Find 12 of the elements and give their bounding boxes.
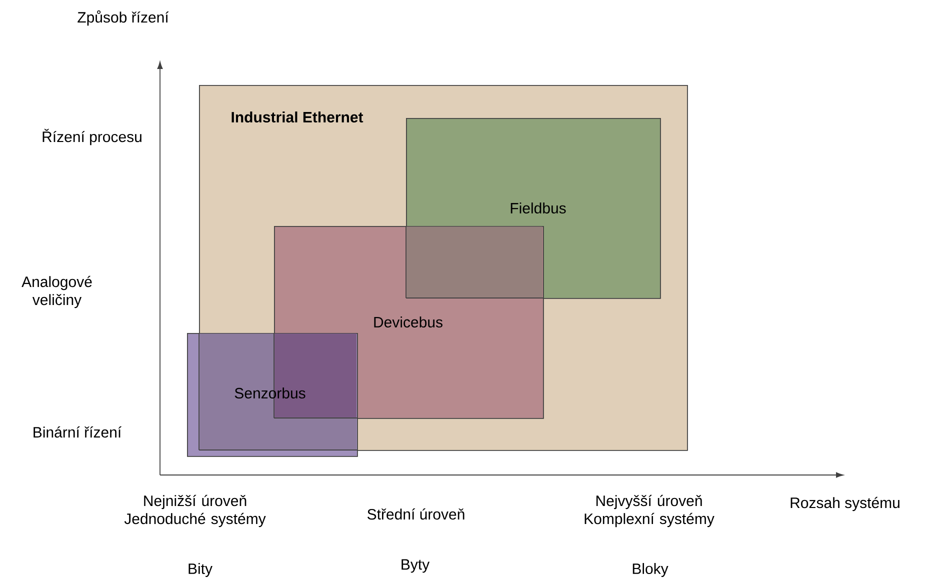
axis-label: Analogové veličiny (22, 276, 92, 308)
axis-label: Řízení procesu (42, 128, 142, 146)
axis-unit: Bity (188, 563, 212, 577)
network-box: Senzorbus (187, 332, 358, 457)
axis-label: Nejnižší úroveň Jednoduché systémy (124, 494, 266, 528)
axis-label: Binární řízení (34, 426, 122, 438)
axis-label: Nejvyšší úroveň Komplexní systémy (584, 494, 714, 528)
axis-unit: Bloky (632, 563, 668, 577)
axis-title: Způsob řízení (78, 10, 169, 26)
axis-label: Střední úroveň (367, 508, 464, 520)
axis-unit: Byty (402, 559, 430, 573)
axis-title: Rozsah systému (790, 496, 900, 512)
